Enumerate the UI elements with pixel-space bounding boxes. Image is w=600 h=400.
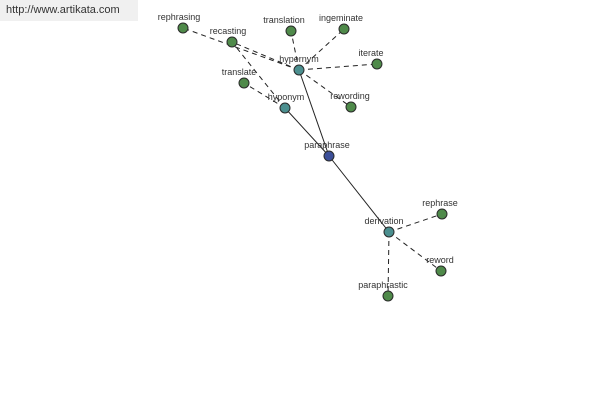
node-label-hyponym: hyponym (268, 92, 305, 102)
node-rewording[interactable] (345, 101, 357, 113)
node-hyponym[interactable] (279, 102, 291, 114)
node-iterate[interactable] (371, 58, 383, 70)
edge-paraphrase-hyponym (284, 107, 330, 157)
node-rephrase[interactable] (436, 208, 448, 220)
node-label-rephrase: rephrase (422, 198, 458, 208)
node-label-rewording: rewording (330, 91, 370, 101)
node-ingeminate[interactable] (338, 23, 350, 35)
node-recasting[interactable] (226, 36, 238, 48)
edge-hypernym-rephrasing (182, 27, 300, 71)
node-translate[interactable] (238, 77, 250, 89)
node-label-paraphrastic: paraphrastic (358, 280, 408, 290)
edge-hypernym-iterate (298, 63, 378, 71)
node-label-hypernym: hypernym (279, 54, 319, 64)
node-label-paraphrase: paraphrase (304, 140, 350, 150)
edge-derivation-rephrase (388, 213, 443, 233)
node-translation[interactable] (285, 25, 297, 37)
edge-paraphrase-derivation (328, 155, 390, 233)
edge-paraphrase-hypernym (298, 69, 330, 157)
node-label-translation: translation (263, 15, 305, 25)
node-derivation[interactable] (383, 226, 395, 238)
node-rephrasing[interactable] (177, 22, 189, 34)
edge-hypernym-rewording (298, 69, 352, 108)
node-label-iterate: iterate (358, 48, 383, 58)
node-label-recasting: recasting (210, 26, 247, 36)
node-hypernym[interactable] (293, 64, 305, 76)
edge-hypernym-ingeminate (298, 28, 345, 71)
node-label-rephrasing: rephrasing (158, 12, 201, 22)
node-label-ingeminate: ingeminate (319, 13, 363, 23)
node-reword[interactable] (435, 265, 447, 277)
edge-derivation-paraphrastic (387, 231, 390, 297)
edge-hypernym-translation (290, 30, 300, 71)
edges-layer (182, 27, 443, 297)
node-paraphrastic[interactable] (382, 290, 394, 302)
edge-hypernym-recasting (231, 41, 300, 71)
source-url: http://www.artikata.com (0, 0, 138, 21)
labels-layer: paraphrase hypernym hyponym derivation rephr… (158, 12, 458, 290)
node-label-translate: translate (222, 67, 257, 77)
node-label-derivation: derivation (364, 216, 403, 226)
node-label-reword: reword (426, 255, 454, 265)
node-paraphrase[interactable] (323, 150, 335, 162)
edge-hyponym-translate (243, 82, 286, 109)
nodes-layer (177, 22, 448, 302)
edge-derivation-reword (388, 231, 442, 272)
